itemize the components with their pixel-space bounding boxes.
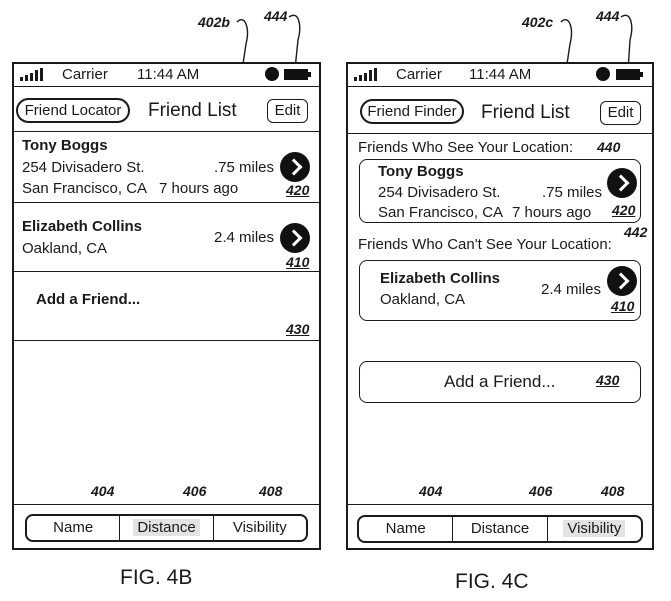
friend-distance: 2.4 miles (214, 229, 274, 246)
carrier-label: Carrier (62, 66, 108, 83)
section-label-cant-see-location: Friends Who Can't See Your Location: (358, 236, 612, 253)
friend-address: 254 Divisadero St. (378, 184, 501, 201)
friend-card-tony-boggs[interactable]: Tony Boggs 254 Divisadero St. San Franci… (359, 159, 641, 223)
friend-row-tony-boggs[interactable]: Tony Boggs 254 Divisadero St. San Franci… (14, 132, 319, 202)
friend-row-elizabeth-collins[interactable]: Elizabeth Collins Oakland, CA 2.4 miles … (14, 204, 319, 270)
friend-distance: 2.4 miles (541, 281, 601, 298)
add-friend-label: Add a Friend... (36, 291, 140, 308)
tab-visibility-ref: 408 (259, 483, 282, 499)
friend-name: Tony Boggs (378, 163, 464, 180)
phone-fig-4c: Carrier 11:44 AM Friend Finder Friend Li… (346, 62, 654, 550)
tab-visibility[interactable]: Visibility (547, 517, 641, 541)
edit-button[interactable]: Edit (267, 99, 308, 123)
tab-name-ref: 404 (419, 483, 442, 499)
chevron-right-icon[interactable] (607, 168, 637, 198)
ref-label: 420 (612, 202, 635, 218)
tab-distance-ref: 406 (529, 483, 552, 499)
nav-title: Friend List (148, 100, 237, 122)
tab-visibility[interactable]: Visibility (213, 516, 306, 540)
section-label-see-location: Friends Who See Your Location: (358, 139, 573, 156)
carrier-label: Carrier (396, 66, 442, 83)
tab-distance-ref: 406 (183, 483, 206, 499)
friend-card-elizabeth-collins[interactable]: Elizabeth Collins Oakland, CA 2.4 miles … (359, 260, 641, 321)
section-cant-ref: 442 (624, 224, 647, 240)
chevron-right-icon[interactable] (280, 223, 310, 253)
friend-distance: .75 miles (214, 159, 274, 176)
figure-caption: FIG. 4C (455, 570, 529, 594)
sort-segmented-control: Name Distance Visibility (25, 514, 308, 542)
signal-icon (20, 68, 46, 83)
friend-city: Oakland, CA (22, 240, 107, 257)
globe-icon (265, 67, 279, 81)
chevron-right-icon[interactable] (607, 266, 637, 296)
fig-4b-edit-ref: 444 (264, 8, 287, 24)
tab-distance[interactable]: Distance (119, 516, 212, 540)
friend-name: Elizabeth Collins (380, 270, 500, 287)
phone-fig-4b: Carrier 11:44 AM Friend Locator Friend L… (12, 62, 321, 550)
add-friend-label: Add a Friend... (444, 372, 556, 392)
ref-label: 410 (286, 254, 309, 270)
fig-4c-screen-ref: 402c (522, 14, 553, 30)
battery-icon (616, 69, 644, 80)
battery-icon (284, 69, 312, 80)
friend-city: San Francisco, CA (378, 204, 503, 221)
tab-name[interactable]: Name (27, 516, 119, 540)
friend-name: Elizabeth Collins (22, 218, 142, 235)
ref-label: 430 (596, 372, 619, 388)
friend-city: San Francisco, CA (22, 180, 147, 197)
tab-visibility-ref: 408 (601, 483, 624, 499)
tab-distance[interactable]: Distance (452, 517, 546, 541)
friend-last-seen: 7 hours ago (512, 204, 591, 221)
friend-distance: .75 miles (542, 184, 602, 201)
friend-city: Oakland, CA (380, 291, 465, 308)
sort-segmented-control: Name Distance Visibility (357, 515, 643, 543)
status-bar: Carrier 11:44 AM (14, 64, 319, 87)
section-see-ref: 440 (597, 139, 620, 155)
time-label: 11:44 AM (137, 66, 199, 83)
status-bar: Carrier 11:44 AM (348, 64, 652, 87)
tab-name-ref: 404 (91, 483, 114, 499)
fig-4b-screen-ref: 402b (198, 14, 230, 30)
ref-label: 420 (286, 182, 309, 198)
figure-caption: FIG. 4B (120, 566, 192, 590)
edit-button[interactable]: Edit (600, 101, 641, 125)
chevron-right-icon[interactable] (280, 152, 310, 182)
add-friend-button[interactable]: Add a Friend... 430 (359, 361, 641, 403)
friend-last-seen: 7 hours ago (159, 180, 238, 197)
fig-4c-edit-ref: 444 (596, 8, 619, 24)
nav-title: Friend List (481, 102, 570, 124)
friend-name: Tony Boggs (22, 137, 108, 154)
signal-icon (354, 68, 380, 83)
ref-label: 430 (286, 321, 309, 337)
add-friend-row[interactable]: Add a Friend... 430 (14, 272, 319, 340)
time-label: 11:44 AM (469, 66, 531, 83)
back-button-friend-locator[interactable]: Friend Locator (16, 98, 130, 123)
tab-name[interactable]: Name (359, 517, 452, 541)
friend-address: 254 Divisadero St. (22, 159, 145, 176)
back-button-friend-finder[interactable]: Friend Finder (360, 99, 464, 124)
globe-icon (596, 67, 610, 81)
ref-label: 410 (611, 298, 634, 314)
